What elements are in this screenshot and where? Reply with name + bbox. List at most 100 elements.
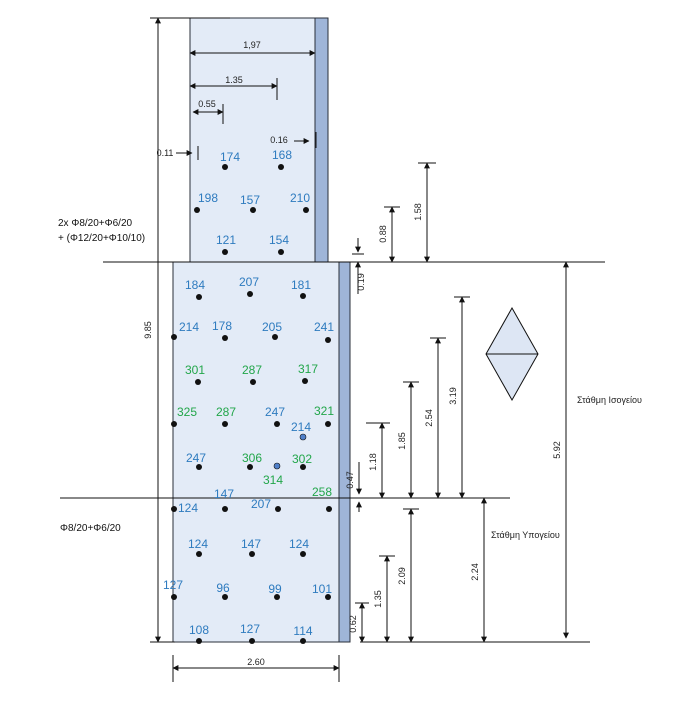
- reading: 198: [198, 191, 218, 205]
- point: [300, 638, 306, 644]
- svg-text:1.18: 1.18: [368, 453, 378, 471]
- point: [325, 594, 331, 600]
- dim-047: 0.47: [345, 462, 362, 512]
- level-diamond-icon: [485, 306, 539, 402]
- readings-green: 301 287 317 325 287 321 306 302 314 258: [177, 362, 334, 499]
- dim-254: 2.54: [424, 337, 446, 499]
- dim-016: 0.16: [270, 132, 317, 148]
- dim-062: 0.62: [348, 602, 369, 643]
- point: [300, 293, 306, 299]
- point: [325, 337, 331, 343]
- point-alt: [273, 462, 281, 470]
- dim-118: 1.18: [366, 422, 390, 499]
- svg-text:1.85: 1.85: [397, 432, 407, 450]
- dim-158: 1.58: [413, 162, 436, 263]
- reading: 147: [214, 487, 234, 501]
- reading: 247: [186, 451, 206, 465]
- reading: 207: [251, 497, 271, 511]
- dim-011: 0.11: [157, 146, 199, 160]
- lower-rebar-label: Φ8/20+Φ6/20: [60, 523, 121, 534]
- svg-text:0.16: 0.16: [270, 135, 288, 145]
- svg-text:2.09: 2.09: [397, 567, 407, 585]
- reading: 325: [177, 405, 197, 419]
- point: [303, 207, 309, 213]
- reading: 101: [312, 582, 332, 596]
- lower-wall-panel: [172, 261, 351, 643]
- ground-level-label: Στάθμη Ισογείου: [577, 395, 642, 405]
- reading: 287: [242, 363, 262, 377]
- svg-text:0.19: 0.19: [356, 273, 366, 291]
- reading: 124: [188, 537, 208, 551]
- point: [222, 506, 228, 512]
- dim-135: 1.35: [189, 75, 278, 100]
- dim-209: 2.09: [397, 508, 419, 643]
- point: [171, 334, 177, 340]
- point: [250, 379, 256, 385]
- point: [196, 551, 202, 557]
- reading: 178: [212, 319, 232, 333]
- reading: 241: [314, 320, 334, 334]
- point: [195, 379, 201, 385]
- reading: 99: [268, 582, 282, 596]
- point-alt: [299, 433, 307, 441]
- svg-text:2.60: 2.60: [247, 657, 265, 667]
- reading: 214: [179, 320, 199, 334]
- reading: 302: [292, 452, 312, 466]
- reading: 321: [314, 404, 334, 418]
- reading: 174: [220, 150, 240, 164]
- reading: 124: [178, 501, 198, 515]
- point: [171, 421, 177, 427]
- reading: 184: [185, 278, 205, 292]
- upper-rebar-line1: 2x Φ8/20+Φ6/20: [58, 218, 133, 229]
- reading: 205: [262, 320, 282, 334]
- basement-level-label: Στάθμη Υπογείου: [491, 530, 560, 540]
- dim-592: 5.92: [552, 261, 569, 639]
- point: [300, 551, 306, 557]
- svg-text:2.24: 2.24: [470, 563, 480, 581]
- reading: 258: [312, 485, 332, 499]
- reading: 214: [291, 420, 311, 434]
- reading: 301: [185, 363, 205, 377]
- reading: 181: [291, 278, 311, 292]
- dim-total-height: 9.85: [143, 17, 230, 643]
- point: [222, 421, 228, 427]
- point: [222, 594, 228, 600]
- svg-text:3.19: 3.19: [448, 387, 458, 405]
- point: [302, 378, 308, 384]
- reading: 127: [240, 622, 260, 636]
- point: [278, 249, 284, 255]
- dim-135-lower: 1.35: [373, 555, 395, 643]
- reading: 127: [163, 578, 183, 592]
- svg-text:1.35: 1.35: [373, 590, 383, 608]
- dim-185: 1.85: [397, 381, 419, 499]
- reading: 317: [298, 362, 318, 376]
- reading: 114: [293, 624, 312, 638]
- point: [326, 506, 332, 512]
- svg-text:0.62: 0.62: [348, 615, 358, 633]
- point: [325, 421, 331, 427]
- point: [275, 506, 281, 512]
- point: [249, 551, 255, 557]
- dim-319: 3.19: [448, 296, 470, 499]
- reading: 287: [216, 405, 236, 419]
- svg-text:0.47: 0.47: [345, 471, 355, 489]
- point: [247, 291, 253, 297]
- reading: 168: [272, 148, 292, 162]
- dim-top-width: 1,97: [189, 40, 316, 56]
- reading: 108: [189, 623, 209, 637]
- reading: 210: [290, 191, 310, 205]
- point: [249, 638, 255, 644]
- readings-blue: 174 168 198 157 210 121 154 184 207 181 …: [163, 148, 334, 638]
- svg-text:9.85: 9.85: [143, 321, 153, 339]
- svg-text:0.88: 0.88: [378, 225, 388, 243]
- dim-bottom-width: 2.60: [172, 655, 340, 682]
- point: [194, 207, 200, 213]
- point: [222, 249, 228, 255]
- dim-019: 0.19: [355, 261, 366, 294]
- reading: 247: [265, 405, 285, 419]
- point: [171, 594, 177, 600]
- reading: 314: [263, 473, 283, 487]
- point: [247, 464, 253, 470]
- svg-text:1,97: 1,97: [243, 40, 261, 50]
